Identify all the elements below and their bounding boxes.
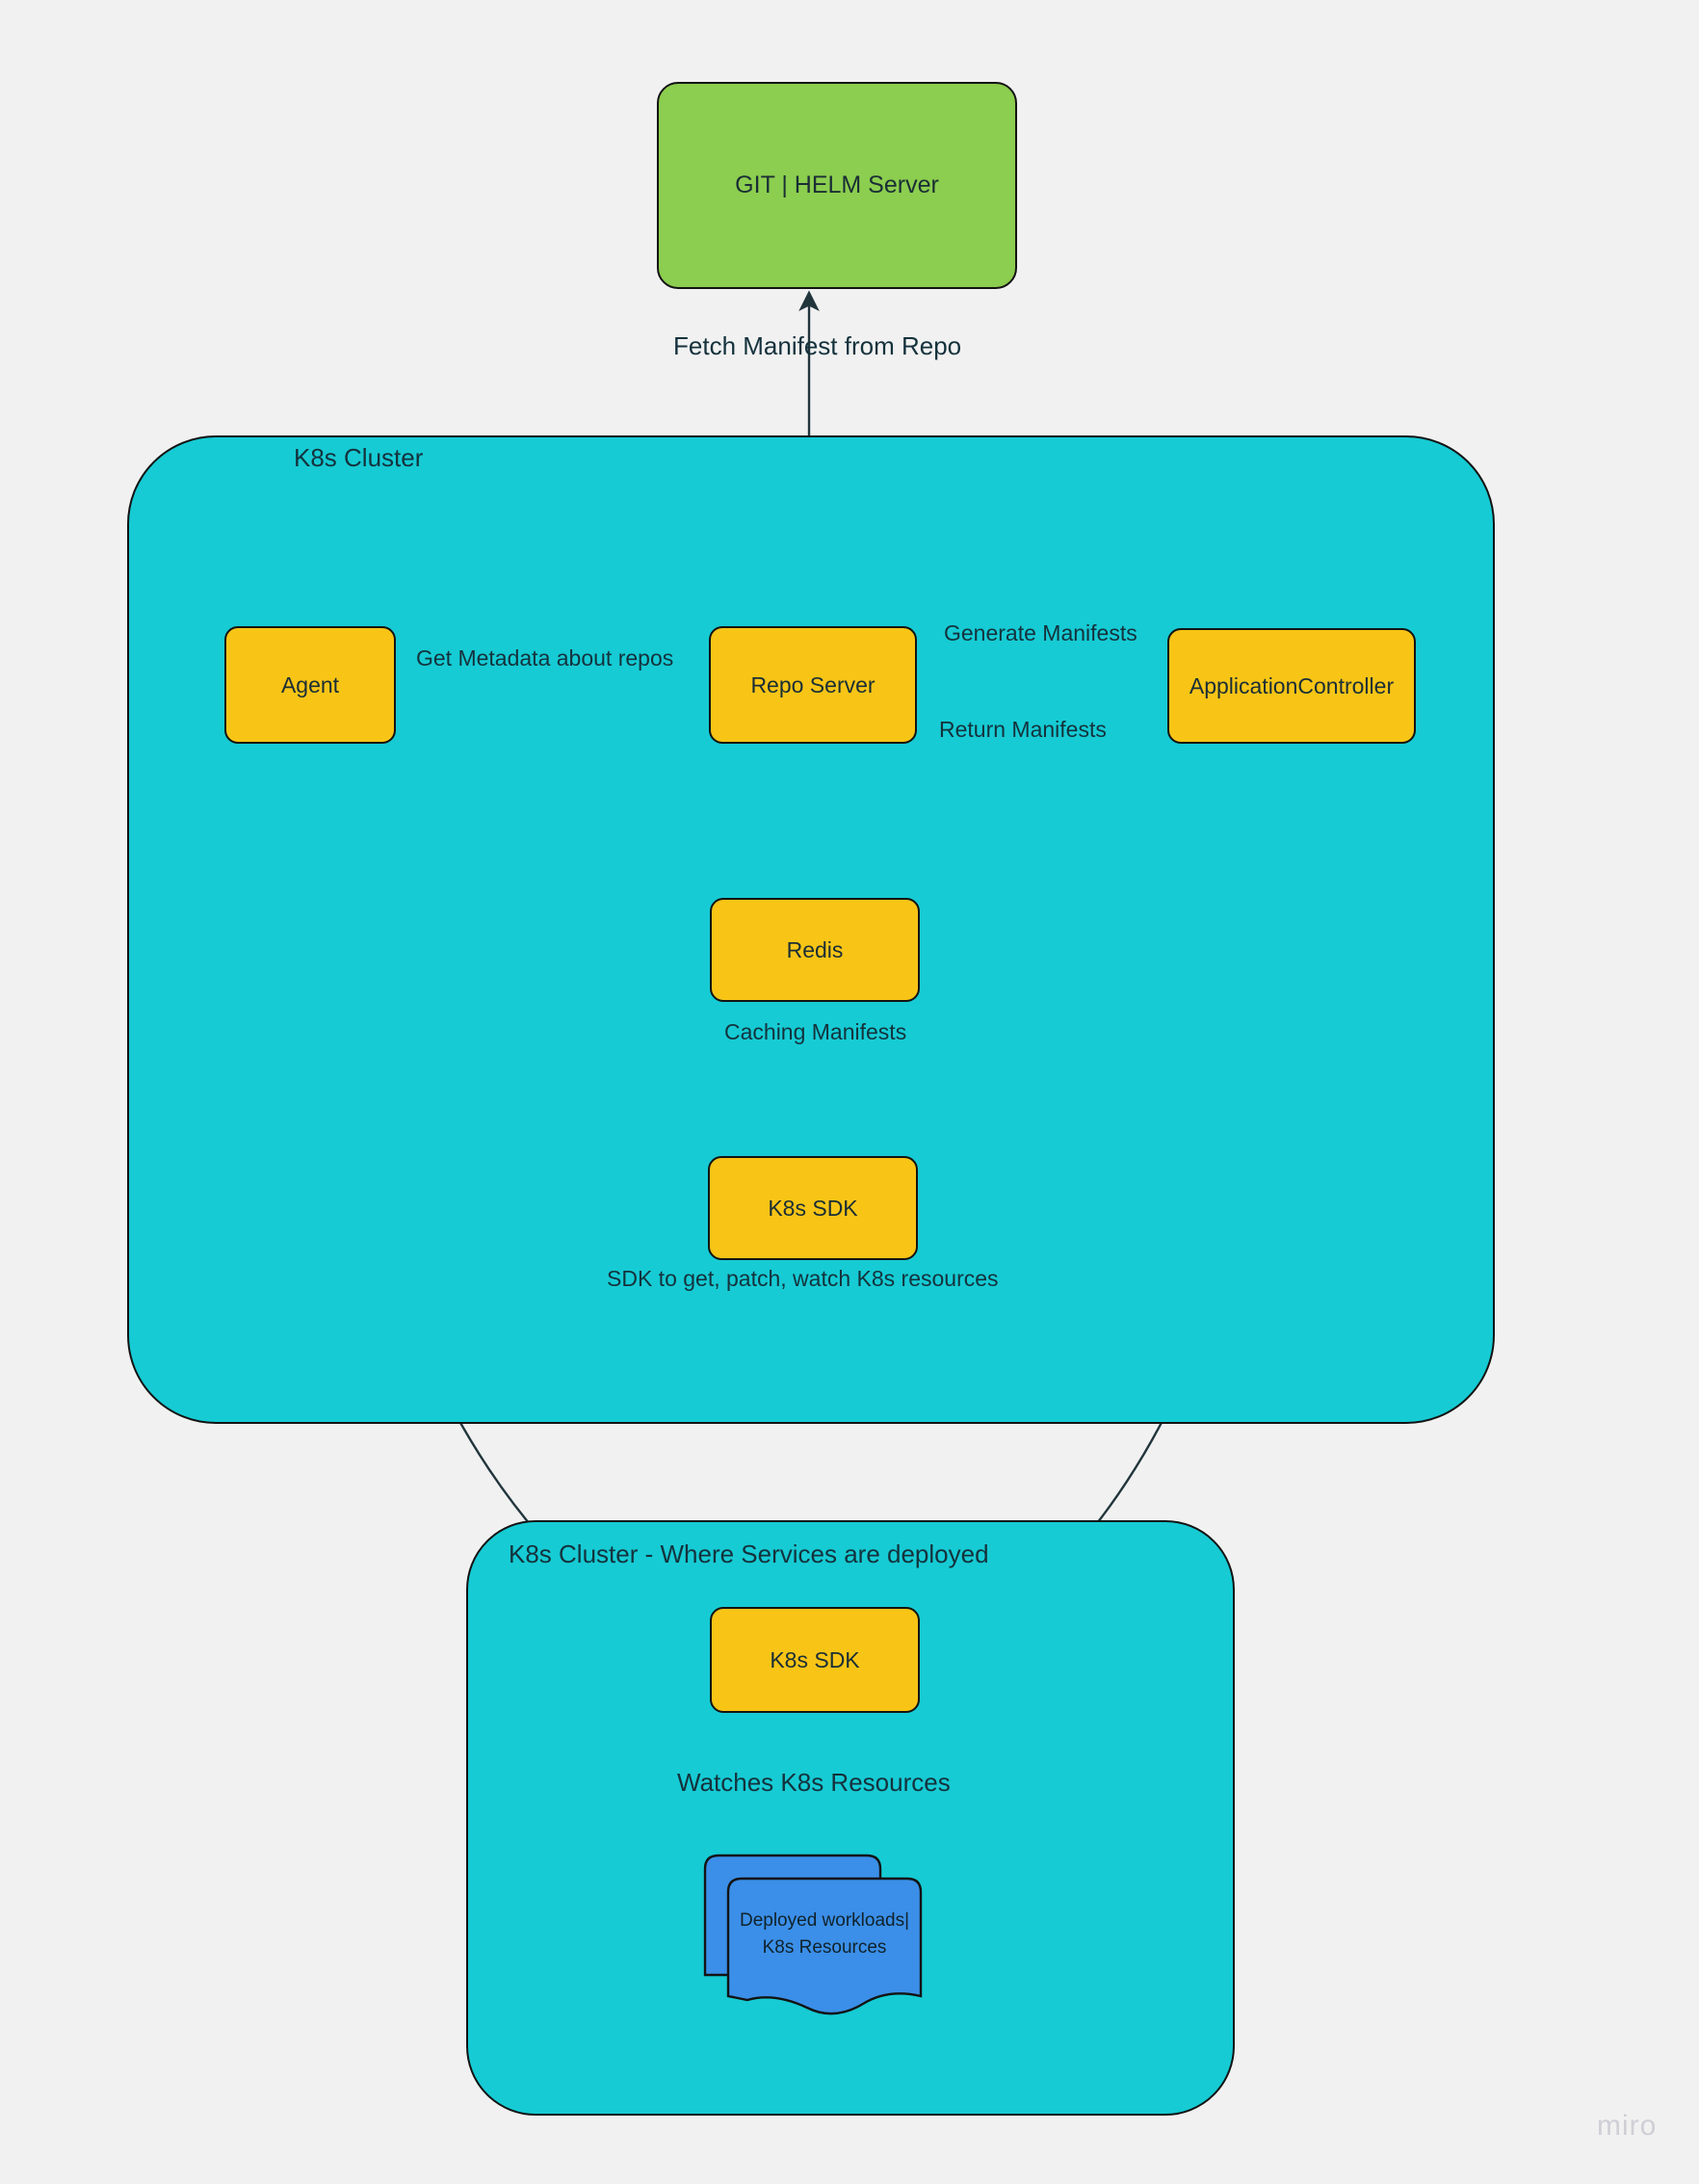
node-redis-label: Redis	[786, 936, 844, 962]
node-repo-server-label: Repo Server	[750, 671, 876, 697]
label-caching-manifests: Caching Manifests	[724, 1019, 907, 1044]
node-application-controller-label: ApplicationController	[1189, 672, 1395, 698]
deployed-workloads-line1: Deployed workloads|	[739, 1910, 910, 1931]
node-git-helm-server-label: GIT | HELM Server	[735, 171, 939, 198]
node-agent[interactable]: Agent	[224, 626, 396, 744]
node-k8s-sdk-workload[interactable]: K8s SDK	[710, 1607, 920, 1713]
miro-watermark: miro	[1597, 2110, 1658, 2142]
node-redis[interactable]: Redis	[710, 898, 920, 1002]
node-application-controller[interactable]: ApplicationController	[1167, 628, 1416, 744]
deployed-workloads-shape	[703, 1854, 923, 2015]
cluster-workload-plane-title: K8s Cluster - Where Services are deploye…	[509, 1539, 989, 1568]
label-generate-manifests: Generate Manifests	[944, 620, 1137, 645]
node-git-helm-server[interactable]: GIT | HELM Server	[657, 82, 1017, 289]
node-agent-label: Agent	[280, 671, 340, 697]
cluster-control-plane-title: K8s Cluster	[294, 443, 424, 472]
deployed-workloads-text: Deployed workloads| K8s Resources	[728, 1908, 921, 1960]
label-watches-resources: Watches K8s Resources	[677, 1768, 951, 1797]
node-repo-server[interactable]: Repo Server	[709, 626, 917, 744]
node-deployed-workloads[interactable]: Deployed workloads| K8s Resources	[699, 1852, 950, 2025]
label-return-manifests: Return Manifests	[939, 717, 1107, 742]
label-sdk-description: SDK to get, patch, watch K8s resources	[607, 1266, 999, 1291]
label-get-metadata: Get Metadata about repos	[416, 645, 674, 671]
deployed-workloads-line2: K8s Resources	[762, 1936, 887, 1958]
label-fetch-manifest: Fetch Manifest from Repo	[673, 331, 962, 360]
node-k8s-sdk-control-label: K8s SDK	[768, 1195, 858, 1221]
node-k8s-sdk-control[interactable]: K8s SDK	[708, 1156, 918, 1260]
node-k8s-sdk-workload-label: K8s SDK	[770, 1646, 860, 1672]
